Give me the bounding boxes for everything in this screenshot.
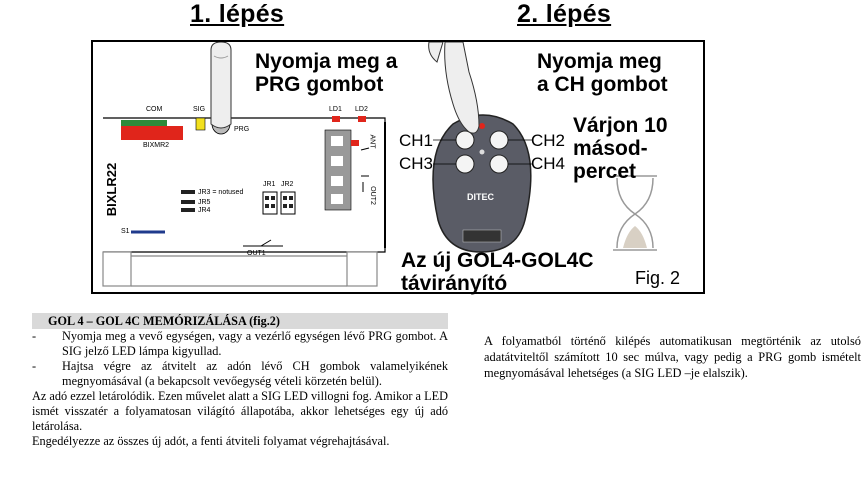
receiver-board: [102, 117, 386, 287]
finger-prg-icon: [210, 42, 232, 129]
bullet-dash: -: [32, 329, 37, 343]
remote-control: [432, 114, 533, 253]
instructions-right-column: A folyamatból történő kilépés automatiku…: [484, 334, 861, 380]
bullet-text: Nyomja meg a vevő egységen, vagy a vezér…: [62, 329, 448, 358]
board-com-label: COM: [146, 106, 163, 113]
board-jr4-label: JR4: [198, 207, 211, 214]
board-jr5-label: JR5: [198, 199, 211, 206]
jumpers: [181, 190, 296, 215]
figure-label: Fig. 2: [635, 268, 681, 288]
com-module: [121, 120, 167, 126]
board-bixmr2-label: BIXMR2: [143, 142, 170, 149]
board-out1-label: OUT1: [247, 250, 266, 257]
paragraph-2: Engedélyezze az összes új adót, a fenti …: [32, 434, 390, 448]
ch2-button: [489, 130, 509, 150]
wait-instruction: Várjon 10 másod- percet: [573, 114, 668, 183]
board-prg-label: PRG: [234, 126, 250, 133]
board-jr1-label: JR1: [263, 181, 276, 188]
board-out2-label: OUT2: [368, 186, 376, 205]
paragraph-1: Az adó ezzel letárolódik. Ezen művelet a…: [32, 389, 448, 433]
bullet-item-1: - Nyomja meg a vevő egységen, vagy a vez…: [32, 329, 448, 359]
board-ld1-label: LD1: [329, 106, 342, 113]
step2-heading: 2. lépés: [517, 0, 612, 28]
board-ld2-label: LD2: [355, 106, 368, 113]
step1-heading: 1. lépés: [190, 0, 285, 28]
ch3-button: [455, 154, 475, 174]
ch-instruction: Nyomja meg a CH gombot: [537, 50, 668, 96]
board-bixlr22-label: BIXLR22: [104, 162, 120, 217]
board-s1-label: S1: [121, 228, 130, 235]
ld2-led: [358, 116, 366, 122]
remote-ch1-label: CH1: [399, 131, 434, 150]
hourglass-icon: [613, 175, 657, 251]
ch1-button: [455, 130, 475, 150]
ch4-button: [489, 154, 509, 174]
finger-thumb-icon: [428, 42, 444, 63]
sig-led: [195, 117, 206, 131]
bixmr2-module: [121, 126, 183, 140]
remote-brand-logo: DITEC: [467, 192, 494, 202]
board-sig-label: SIG: [193, 106, 206, 113]
section-title: GOL 4 – GOL 4C MEMÓRIZÁLÁSA (fig.2): [32, 313, 448, 329]
bullet-dash: -: [32, 359, 37, 373]
bullet-text: Hajtsa végre az átvitelt az adón lévő CH…: [62, 359, 448, 388]
remote-ch2-label: CH2: [531, 131, 566, 150]
figure-illustration: [102, 42, 657, 287]
figure-2-panel: COM SIG PRG BIXMR2 LD1 LD2 ANT OUT2 BIXL…: [91, 40, 705, 295]
prg-instruction: Nyomja meg a PRG gombot: [255, 50, 398, 96]
ld1-led: [332, 116, 340, 122]
finger-ch-icon: [444, 42, 480, 134]
board-ant-label: ANT: [368, 134, 376, 149]
remote-ch4-label: CH4: [531, 154, 566, 173]
remote-ch3-label: CH3: [399, 154, 434, 173]
board-jr3-label: JR3 = notused: [198, 189, 244, 196]
board-jr2-label: JR2: [281, 181, 294, 188]
bullet-item-2: - Hajtsa végre az átvitelt az adón lévő …: [32, 359, 448, 389]
instructions-left-column: GOL 4 – GOL 4C MEMÓRIZÁLÁSA (fig.2) - Ny…: [32, 313, 448, 449]
terminal-block: [324, 129, 370, 211]
remote-caption: Az új GOL4-GOL4C távirányító: [401, 249, 594, 295]
